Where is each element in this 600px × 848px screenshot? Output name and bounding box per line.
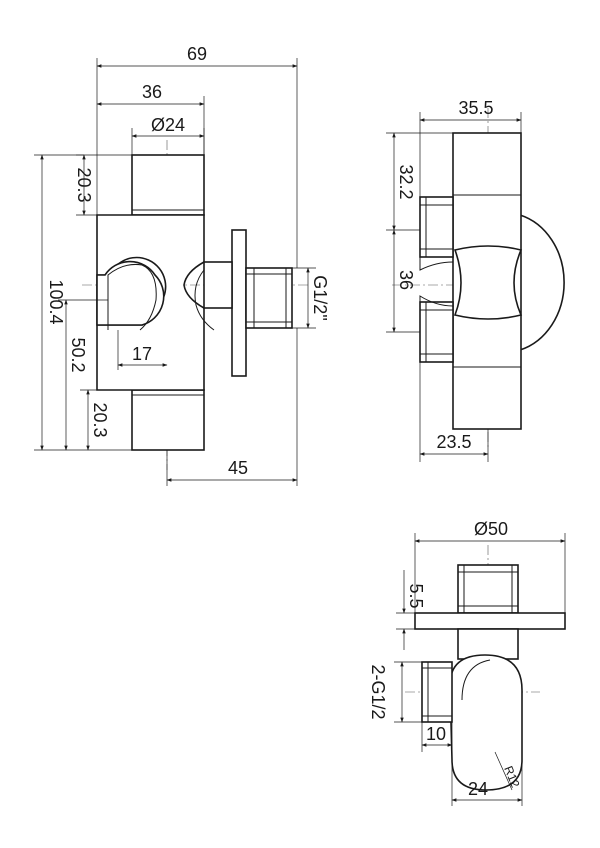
side-view: 35.5 32.2 36 23.5 <box>386 98 565 462</box>
dim-side-height-upper: 32.2 <box>396 164 416 199</box>
dim-width-total: 69 <box>187 44 207 64</box>
dim-height-mid: 50.2 <box>68 337 88 372</box>
dim-flange-thickness: 5.5 <box>406 583 426 608</box>
dim-side-width-top: 35.5 <box>458 98 493 118</box>
bottom-thread-stub <box>457 564 519 614</box>
dim-dia-top: Ø24 <box>151 115 185 135</box>
front-flange-plate <box>231 229 247 377</box>
front-bottom-cylinder <box>131 389 205 451</box>
dim-body-width: 24 <box>468 779 488 799</box>
dim-height-bottom: 20.3 <box>90 402 110 437</box>
front-top-cylinder <box>131 154 205 216</box>
dim-height-top: 20.3 <box>74 167 94 202</box>
dim-thread-front: G1/2" <box>310 275 330 320</box>
dim-thread-bottom: 2-G1/2 <box>368 664 388 719</box>
side-lower-inlet <box>419 301 454 363</box>
bottom-body <box>449 654 523 791</box>
dim-side-width-bottom: 23.5 <box>436 432 471 452</box>
side-handle <box>453 245 523 320</box>
dim-width-body: 36 <box>142 82 162 102</box>
bottom-flange <box>414 612 566 630</box>
side-upper-inlet <box>419 196 454 258</box>
bottom-view: Ø50 5.5 2-G1/2 10 24 R12 <box>368 519 566 806</box>
dim-offset-slot: 17 <box>132 344 152 364</box>
dim-flange-dia: Ø50 <box>474 519 508 539</box>
dim-outlet-length: 45 <box>228 458 248 478</box>
dim-height-total: 100.4 <box>46 279 66 324</box>
side-back-arc <box>519 213 565 352</box>
front-view: 69 36 Ø24 20.3 100.4 50.2 20.3 17 <box>34 44 330 486</box>
dim-side-height-mid: 36 <box>396 270 416 290</box>
dim-inlet-length: 10 <box>426 724 446 744</box>
front-thread-outlet <box>245 267 293 329</box>
bottom-side-inlet <box>421 661 453 723</box>
